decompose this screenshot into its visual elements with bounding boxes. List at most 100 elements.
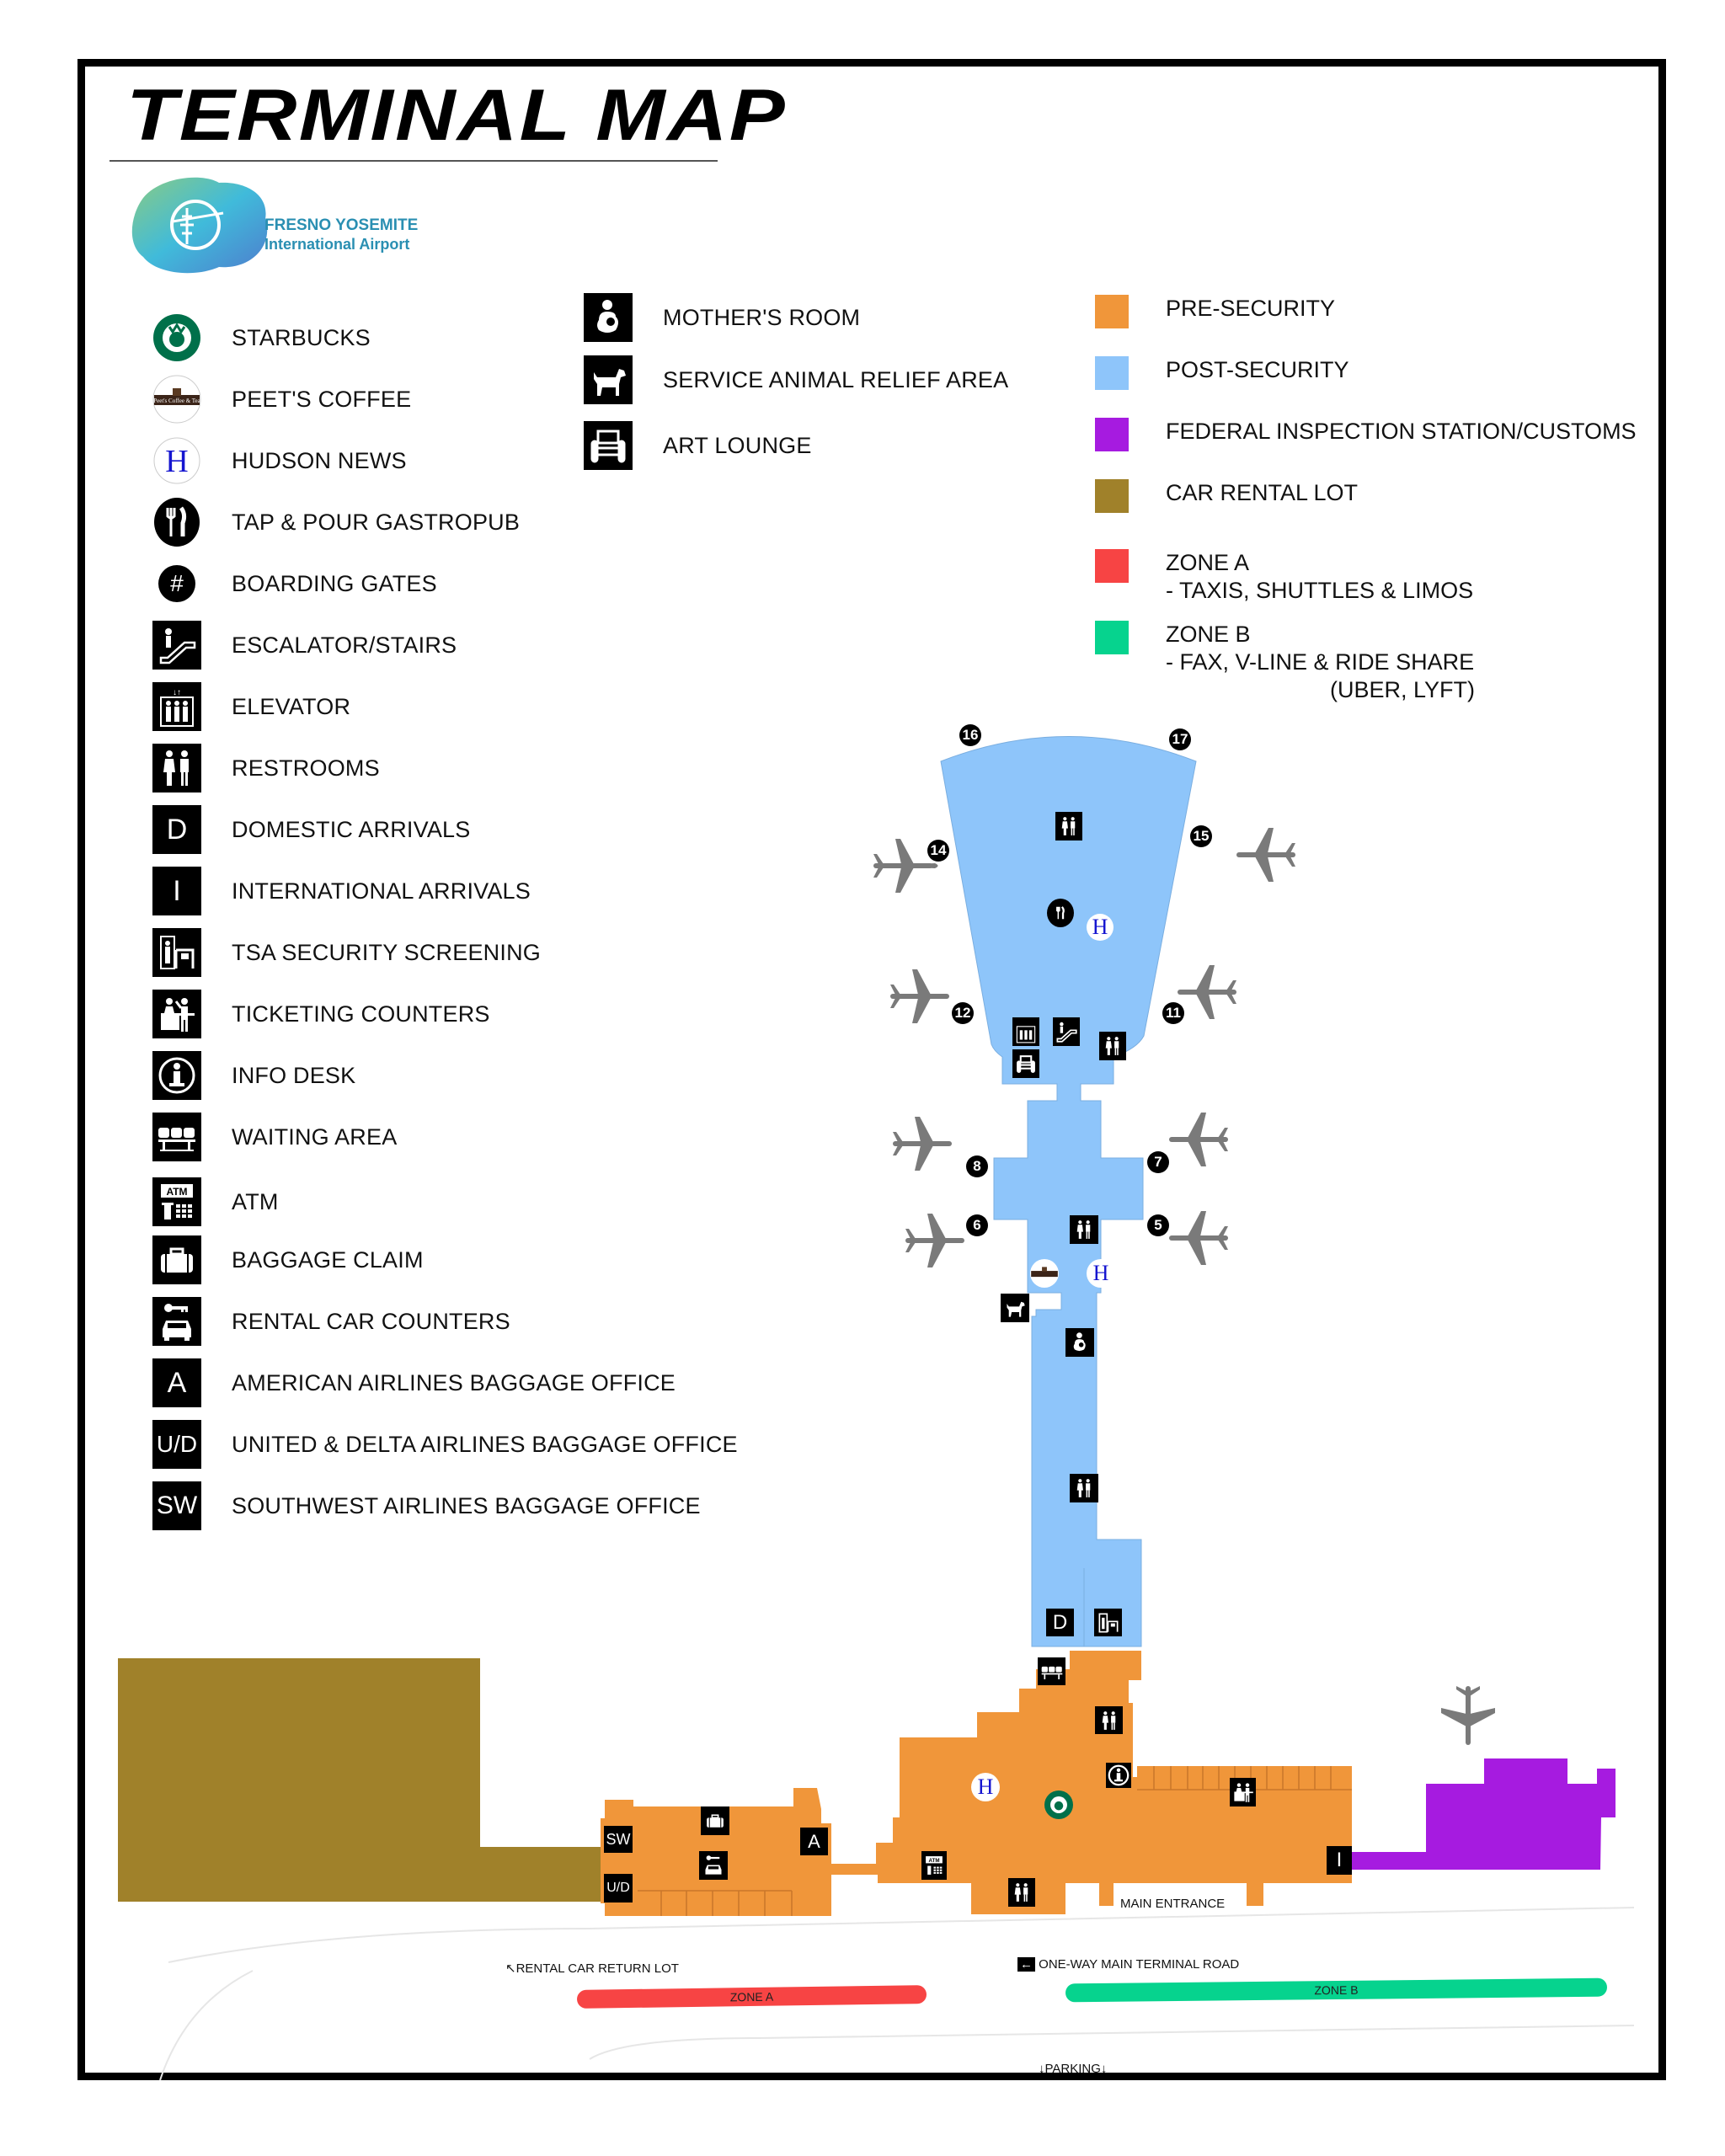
restroom-icon[interactable] [1008, 1878, 1035, 1907]
legend-label: TAP & POUR GASTROPUB [232, 509, 521, 535]
svg-text:H: H [165, 444, 188, 479]
mothers-room-icon [584, 293, 633, 342]
hudson-news-logo-icon[interactable]: H [971, 1773, 1000, 1801]
tsa-screening-icon[interactable] [1094, 1609, 1122, 1636]
customs-swatch [1095, 418, 1129, 451]
restroom-icon[interactable] [1095, 1706, 1123, 1734]
elevator-icon[interactable] [1012, 1017, 1039, 1046]
restroom-icon[interactable] [1055, 812, 1082, 841]
one-way-road-text: ONE-WAY MAIN TERMINAL ROAD [1039, 1957, 1240, 1972]
color-legend-car-rental: CAR RENTAL LOT [1095, 479, 1358, 513]
legend-label: SERVICE ANIMAL RELIEF AREA [663, 366, 1009, 392]
ticketing-icon [152, 990, 201, 1038]
gate-12[interactable]: 12 [952, 1002, 974, 1024]
legend-item-baggage-claim: BAGGAGE CLAIM [152, 1235, 424, 1284]
svg-text:Peet's Coffee & Tea: Peet's Coffee & Tea [153, 398, 200, 404]
legend-label: MOTHER'S ROOM [663, 304, 861, 330]
legend-label: INTERNATIONAL ARRIVALS [232, 878, 531, 904]
rental-car-icon[interactable] [699, 1851, 728, 1880]
art-lounge-icon[interactable] [1012, 1049, 1039, 1078]
hudson-news-logo-icon[interactable]: H [1087, 1259, 1115, 1288]
rental-return-text: RENTAL CAR RETURN LOT [515, 1961, 679, 1976]
zone-a-label: ZONE A [729, 1989, 774, 2004]
legend-item-ticketing: TICKETING COUNTERS [152, 990, 490, 1038]
southwest-icon: SW [152, 1481, 201, 1530]
art-lounge-icon [584, 421, 633, 470]
info-icon [152, 1051, 201, 1100]
car-rental-lot [118, 1658, 601, 1902]
plane-icon-gate-8 [893, 1117, 952, 1171]
zone-b-title: ZONE B [1166, 622, 1251, 647]
pre-security-swatch [1095, 295, 1129, 328]
international-arrivals-icon: I [152, 867, 201, 915]
legend-item-boarding-gates: # BOARDING GATES [152, 559, 437, 608]
parking-label[interactable]: ↓PARKING↓ [1039, 2062, 1107, 2076]
legend-item-starbucks: STARBUCKS [152, 313, 371, 362]
legend-label: ART LOUNGE [663, 432, 812, 458]
road-outlines [159, 1907, 1635, 2081]
gate-6[interactable]: 6 [966, 1214, 988, 1236]
gate-11[interactable]: 11 [1162, 1002, 1184, 1024]
airport-name: FRESNO YOSEMITE International Airport [264, 216, 418, 254]
domestic-arrivals-icon: D [152, 805, 201, 854]
baggage-claim-icon[interactable] [701, 1806, 729, 1835]
gate-5[interactable]: 5 [1147, 1214, 1169, 1236]
gate-8[interactable]: 8 [966, 1155, 988, 1177]
legend-label: DOMESTIC ARRIVALS [232, 816, 471, 842]
legend-label: WAITING AREA [232, 1123, 398, 1150]
plane-icon-gate-5 [1169, 1211, 1228, 1265]
legend-label: PEET'S COFFEE [232, 386, 412, 412]
restroom-icon [152, 744, 201, 792]
plane-icon-gate-14 [873, 839, 938, 893]
domestic-arrivals-icon[interactable]: D [1046, 1609, 1074, 1636]
legend-item-waiting-area: WAITING AREA [152, 1113, 397, 1161]
legend-item-atm: ATM ATM [152, 1177, 279, 1226]
rental-return-label[interactable]: ↖RENTAL CAR RETURN LOT [505, 1961, 679, 1976]
legend-item-escalator: ESCALATOR/STAIRS [152, 621, 457, 670]
american-airlines-icon[interactable]: A [800, 1828, 828, 1855]
color-legend-customs: FEDERAL INSPECTION STATION/CUSTOMS [1095, 418, 1637, 451]
southwest-icon[interactable]: SW [604, 1826, 633, 1853]
legend-item-peets: Peet's Coffee & Tea PEET'S COFFEE [152, 375, 411, 424]
united-delta-icon[interactable]: U/D [604, 1874, 633, 1903]
customs-area [1352, 1758, 1616, 1870]
international-arrivals-icon[interactable]: I [1327, 1846, 1352, 1875]
waiting-area-icon[interactable] [1038, 1657, 1065, 1685]
gate-15[interactable]: 15 [1190, 825, 1212, 847]
legend-label: TSA SECURITY SCREENING [232, 939, 541, 965]
legend-item-restrooms: RESTROOMS [152, 744, 380, 792]
legend-label: TICKETING COUNTERS [232, 1001, 490, 1027]
united-delta-icon: U/D [152, 1420, 201, 1469]
gate-14[interactable]: 14 [927, 840, 949, 862]
service-animal-icon[interactable] [1001, 1294, 1029, 1322]
ticketing-icon[interactable] [1230, 1778, 1256, 1806]
gate-17[interactable]: 17 [1169, 728, 1191, 750]
atm-icon[interactable]: ATM [921, 1851, 947, 1880]
plane-icon-gate-12 [890, 969, 949, 1023]
zone-b-desc: - FAX, V-LINE & RIDE SHARE [1166, 649, 1475, 675]
mothers-room-icon[interactable] [1065, 1328, 1094, 1357]
hudson-news-logo-icon[interactable]: H [1087, 914, 1114, 941]
plane-icon-gate-15 [1236, 828, 1295, 882]
fork-knife-icon[interactable] [1047, 899, 1074, 927]
restroom-icon[interactable] [1099, 1032, 1126, 1060]
legend-label: RESTROOMS [232, 755, 380, 781]
arrow-down-icon: ↓ [1039, 2062, 1045, 2076]
info-icon[interactable] [1106, 1763, 1131, 1788]
peets-coffee-logo-icon[interactable] [1030, 1259, 1059, 1288]
legend-item-elevator: ↓↑ ELEVATOR [152, 682, 350, 731]
escalator-icon[interactable] [1053, 1017, 1080, 1046]
legend-label: ZONE B - FAX, V-LINE & RIDE SHARE (UBER,… [1166, 621, 1475, 704]
arrow-down-icon: ↓ [1100, 2062, 1108, 2076]
svg-text:↓↑: ↓↑ [173, 688, 181, 697]
gate-7[interactable]: 7 [1147, 1151, 1169, 1173]
legend-item-united-delta: U/D UNITED & DELTA AIRLINES BAGGAGE OFFI… [152, 1420, 738, 1469]
legend-item-hudson: H HUDSON NEWS [152, 436, 407, 485]
gate-16[interactable]: 16 [959, 724, 981, 746]
legend-label: INFO DESK [232, 1062, 356, 1088]
starbucks-logo-icon[interactable] [1044, 1790, 1073, 1819]
restroom-icon[interactable] [1070, 1215, 1098, 1244]
legend-label: HUDSON NEWS [232, 447, 407, 473]
waiting-area-icon [152, 1113, 201, 1161]
restroom-icon[interactable] [1070, 1474, 1098, 1502]
